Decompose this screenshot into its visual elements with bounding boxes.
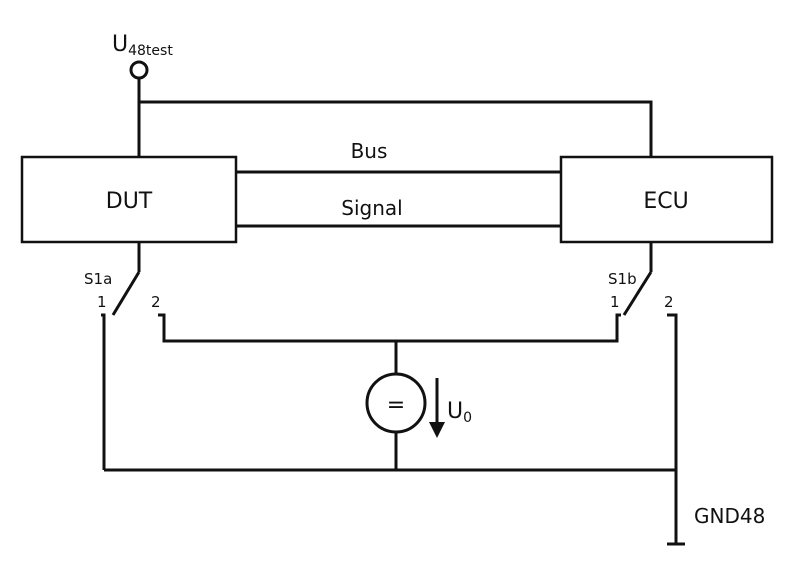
dut-block <box>20 155 238 244</box>
ecu-block <box>559 155 774 244</box>
u0-arrow-icon <box>429 422 445 438</box>
supply-wire-ecu <box>139 100 653 157</box>
dut-label: DUT <box>106 189 153 214</box>
s1a-pos1-wire <box>101 313 106 470</box>
s1b-pos1-wire <box>396 313 621 343</box>
bus-label: Bus <box>351 139 388 163</box>
signal-label: Signal <box>341 196 402 220</box>
supply-terminal-icon <box>129 60 149 80</box>
supply-label: U48test <box>112 32 173 59</box>
s1b-contact-arm <box>622 271 653 316</box>
u0-label: U0 <box>447 399 472 426</box>
s1a-pos1-label: 1 <box>97 293 107 311</box>
ecu-label: ECU <box>643 189 688 214</box>
s1b-pos2-label: 2 <box>664 293 674 311</box>
s1a-pos2-label: 2 <box>151 293 161 311</box>
s1a-pos2-wire <box>158 313 396 343</box>
s1a-label: S1a <box>84 270 112 288</box>
ground-label: GND48 <box>694 504 765 528</box>
s1b-pos1-label: 1 <box>610 293 620 311</box>
s1b-label: S1b <box>608 270 637 288</box>
s1b-pos2-ground-wire <box>667 313 678 544</box>
s1a-contact-arm <box>111 271 141 316</box>
dc-source-symbol: = <box>387 393 405 418</box>
